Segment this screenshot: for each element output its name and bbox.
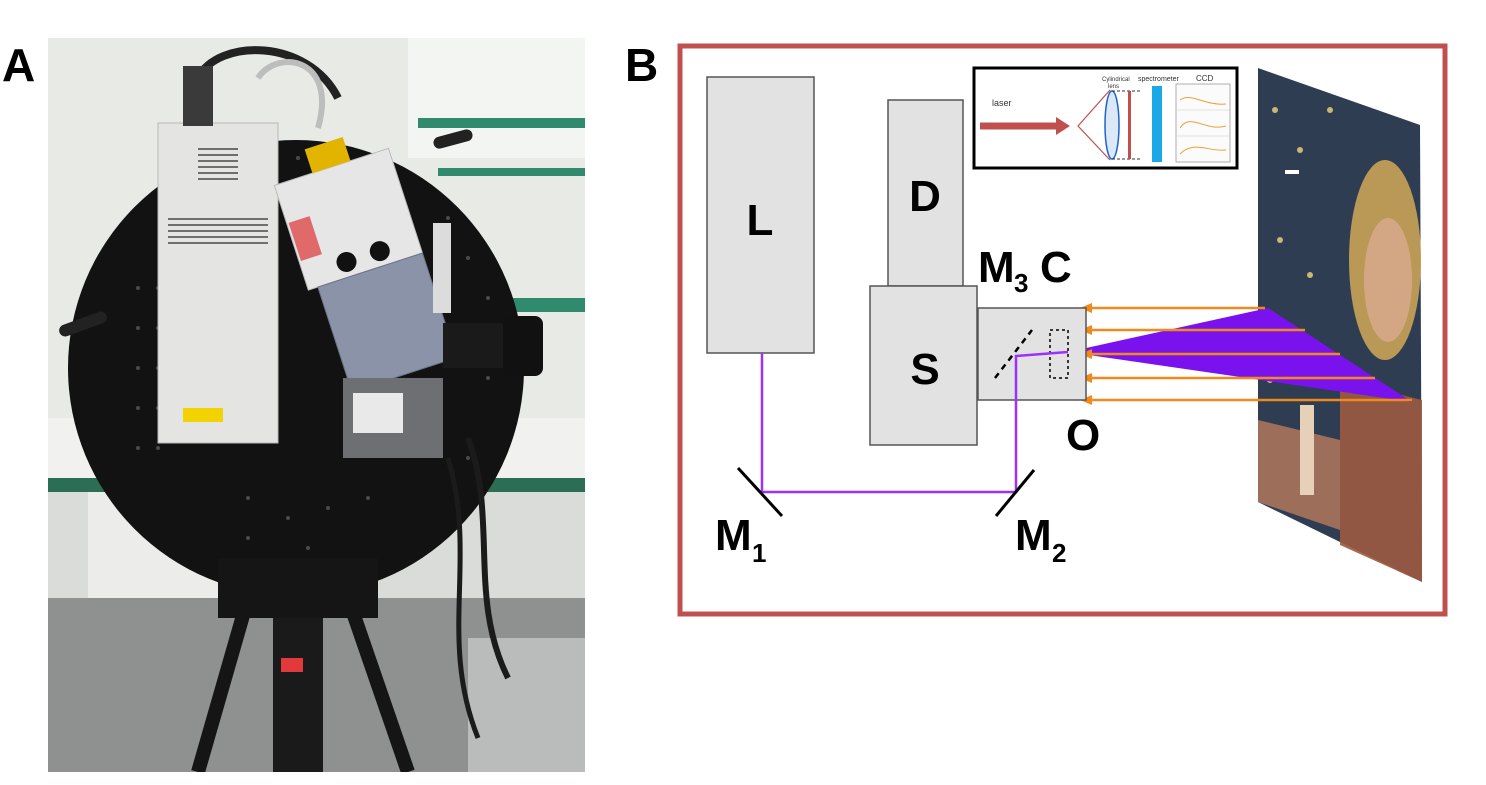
label-detector: D [909,172,941,221]
inset-lens-label-2: lens [1108,84,1119,90]
inset-lens-label-1: Cylindrical [1102,77,1130,83]
inset-frame [972,66,1239,170]
label-camera: C [1040,243,1072,292]
vent-slots [168,148,268,244]
inset-ccd-label: CCD [1196,74,1214,83]
inset-spectrometer-label: spectrometer [1138,76,1180,83]
scattered-light-rays [1088,306,1412,402]
detector-box [887,99,964,287]
cable [445,457,481,739]
camera-lens [1049,329,1069,379]
label-laser-unit: L [747,196,774,245]
inset-ccd-panel [1175,83,1231,163]
objective-tube [443,323,503,368]
cable [255,59,326,129]
spectrograph-body [273,137,458,393]
label-mirror-1-sub: 1 [752,538,766,568]
shelf-rail [438,168,585,176]
inset-laser-arrowhead [1056,117,1070,135]
laser-beam-path [760,350,1069,494]
inset-beam-cone [1077,89,1111,161]
laser-unit-box [706,76,815,354]
tripod-leg [191,596,255,772]
warning-label [183,408,223,422]
label-mirror-2: M [1015,511,1052,560]
objective-lens [503,316,543,376]
inset-spectra [1179,97,1227,155]
mirror-2 [994,469,1036,517]
camera-box [977,307,1087,401]
inset-schematic: laser Cylindrical lens spectrometer CCD [972,66,1239,170]
knob [59,311,107,337]
mirror-1 [736,466,784,518]
panel-label-b: B [625,39,659,91]
cable [194,46,342,100]
panel-label-a: A [2,39,36,91]
bin [468,638,585,772]
spectrograph-box [869,285,978,446]
inset-spectrometer-bar [1152,86,1162,162]
label-objective: O [1066,411,1100,460]
instrument-photo [48,38,585,772]
panel-b-frame [677,43,1448,617]
fresco-sample [1258,68,1422,582]
camera-label [353,393,403,433]
connector [183,66,213,126]
mirror-3 [994,329,1033,379]
tripod-column [273,618,323,772]
inset-lens [1104,90,1120,160]
shelf-rail [418,118,585,128]
label-mirror-3-sub: 3 [1014,268,1028,298]
laser-box [157,122,279,444]
inset-laser-label: laser [992,98,1012,108]
laser-sheet [1068,308,1412,402]
ray-arrowheads [1080,303,1092,405]
mount-plate [433,223,451,313]
label-mirror-3: M [978,243,1015,292]
inset-slit [1128,91,1131,159]
tripod-leg [341,595,415,772]
cable [465,436,511,680]
knob [433,129,473,149]
tripod-lock [281,658,303,672]
label-spectrograph: S [910,345,939,394]
label-mirror-2-sub: 2 [1052,538,1066,568]
label-mirror-1: M [715,511,752,560]
